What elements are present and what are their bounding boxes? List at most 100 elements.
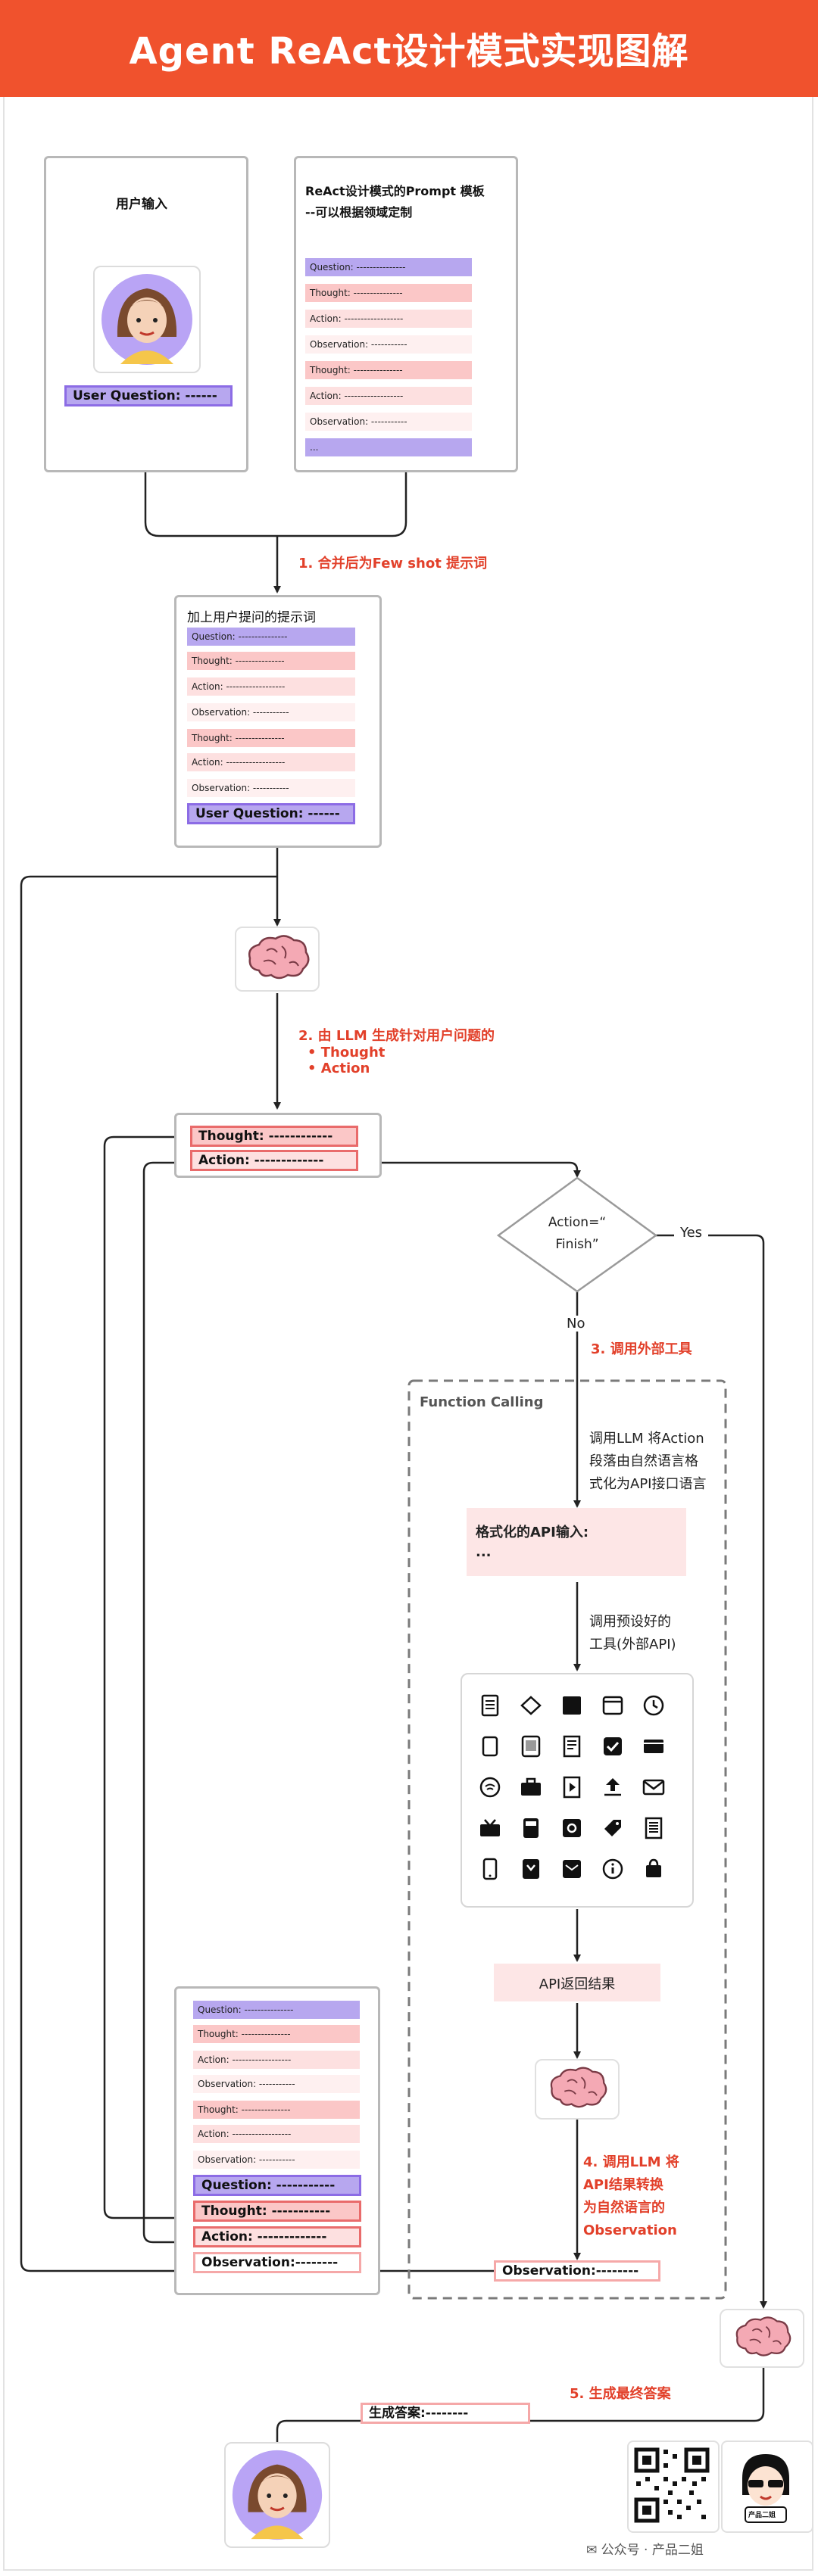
- play-doc-icon: [559, 1774, 585, 1800]
- generated-thought: Thought: ------------: [190, 1126, 358, 1147]
- user-avatar-icon: [232, 2450, 323, 2540]
- final-thought: Thought: -----------: [193, 2201, 361, 2222]
- diagram-frame: [3, 97, 813, 2571]
- desc-line: 段落由自然语言格: [589, 1453, 698, 1469]
- briefcase-icon: [518, 1774, 544, 1800]
- card-icon: [641, 1733, 667, 1759]
- final-row: Observation: -----------: [193, 2075, 360, 2093]
- template-row: Action: ------------------: [305, 310, 472, 328]
- tools-line: 调用预设好的: [589, 1614, 671, 1630]
- mascot-text: 产品二姐: [748, 2512, 776, 2519]
- generated-action: Action: -------------: [190, 1150, 358, 1171]
- template-row: Action: ------------------: [305, 387, 472, 405]
- decision-text-line1: Action=“: [548, 1215, 607, 1230]
- step4-line: 4. 调用LLM 将: [583, 2154, 679, 2170]
- footer-caption-text: 公众号 · 产品二姐: [601, 2543, 704, 2558]
- template-title-line1: ReAct设计模式的Prompt 模板: [305, 184, 485, 198]
- tag-icon: [600, 1815, 626, 1841]
- list-icon: [641, 1815, 667, 1841]
- step4-line: 为自然语言的: [583, 2200, 665, 2216]
- step2-bullet-action: • Action: [308, 1061, 370, 1076]
- llm-brain-2: [535, 2059, 620, 2120]
- tools-grid: [461, 1673, 694, 1908]
- square-black-icon: [559, 1693, 585, 1718]
- api-input-line1: 格式化的API输入:: [476, 1525, 589, 1540]
- decision-no: No: [564, 1316, 589, 1332]
- bag-icon: [641, 1856, 667, 1882]
- user-avatar: [93, 266, 201, 373]
- wechat-icon: ✉: [586, 2543, 601, 2558]
- step1-label: 1. 合并后为Few shot 提示词: [298, 556, 488, 572]
- step2-bullet-thought-text: Thought: [320, 1045, 386, 1061]
- template-row: Question: ---------------: [305, 258, 472, 276]
- function-calling-title: Function Calling: [420, 1394, 544, 1410]
- diamond-icon: [518, 1693, 544, 1718]
- brain-icon: [550, 2067, 607, 2108]
- merged-row: Question: ---------------: [187, 628, 355, 646]
- prompt-template-box: ReAct设计模式的Prompt 模板 --可以根据领域定制 Question:…: [294, 156, 518, 472]
- merged-title: 加上用户提问的提示词: [187, 610, 316, 625]
- final-row: Action: ------------------: [193, 2051, 360, 2069]
- mascot-icon: [742, 2454, 789, 2523]
- blank-page-icon: [477, 1733, 503, 1759]
- merged-row: Thought: ---------------: [187, 652, 355, 670]
- step4-label: 4. 调用LLM 将 API结果转换 为自然语言的 Observation: [583, 2151, 679, 2242]
- template-row: Observation: -----------: [305, 335, 472, 354]
- final-row: Action: ------------------: [193, 2125, 360, 2143]
- step5-label: 5. 生成最终答案: [570, 2386, 671, 2402]
- tools-desc: 调用预设好的 工具(外部API): [589, 1611, 676, 1656]
- user-input-title: 用户输入: [116, 197, 167, 212]
- template-title-line2: --可以根据领域定制: [305, 205, 413, 220]
- final-row: Thought: ---------------: [193, 2025, 360, 2043]
- info-icon: [600, 1856, 626, 1882]
- footer-caption: ✉ 公众号 · 产品二姐: [586, 2539, 704, 2558]
- desc-line: 式化为API接口语言: [589, 1476, 707, 1492]
- qr-code-icon: [634, 2447, 710, 2523]
- template-row: Thought: ---------------: [305, 361, 472, 379]
- template-row: Observation: -----------: [305, 413, 472, 431]
- clock-icon: [641, 1693, 667, 1718]
- merged-prompt-box: 加上用户提问的提示词 Question: --------------- Tho…: [174, 595, 382, 848]
- step2-bullet-thought: • Thought: [308, 1045, 386, 1061]
- step4-line: API结果转换: [583, 2177, 663, 2193]
- observation-output: Observation:--------: [494, 2260, 660, 2282]
- phone-icon: [477, 1856, 503, 1882]
- function-calling-frame: [407, 1379, 727, 2300]
- page-title: Agent ReAct设计模式实现图解: [129, 30, 689, 73]
- final-action: Action: -------------: [193, 2226, 361, 2247]
- mail-icon: [641, 1774, 667, 1800]
- calculator-icon: [518, 1815, 544, 1841]
- template-row: Thought: ---------------: [305, 284, 472, 302]
- final-row: Observation: -----------: [193, 2151, 360, 2169]
- llm-brain-3: [720, 2309, 804, 2368]
- upload-icon: [600, 1774, 626, 1800]
- wifi-icon: [477, 1774, 503, 1800]
- api-input-line2: ...: [476, 1544, 492, 1560]
- title-banner: Agent ReAct设计模式实现图解: [0, 0, 818, 97]
- user-input-box: 用户输入 User Question: ------: [44, 156, 248, 472]
- step2-text: 2. 由 LLM 生成针对用户问题的: [298, 1028, 495, 1044]
- brain-icon: [248, 935, 310, 980]
- final-question: Question: -----------: [193, 2175, 361, 2196]
- checkbox-icon: [600, 1733, 626, 1759]
- generated-box: Thought: ------------ Action: ----------…: [174, 1113, 382, 1178]
- decision-text-line2: Finish”: [555, 1237, 599, 1252]
- decision-diamond: [496, 1176, 658, 1293]
- template-row: ...: [305, 438, 472, 456]
- final-prompt-stack: Question: --------------- Thought: -----…: [174, 1986, 380, 2295]
- merged-row: Observation: -----------: [187, 779, 355, 797]
- api-result-text: API返回结果: [539, 1976, 616, 1992]
- mascot-logo: 产品二姐: [721, 2441, 813, 2533]
- final-user-avatar: [224, 2442, 330, 2548]
- tablet-icon: [518, 1733, 544, 1759]
- window-icon: [600, 1693, 626, 1718]
- desc-line: 调用LLM 将Action: [589, 1431, 704, 1447]
- step3-label: 3. 调用外部工具: [591, 1341, 692, 1357]
- final-observation: Observation:--------: [193, 2252, 361, 2273]
- step2-bullet-action-text: Action: [320, 1061, 370, 1076]
- function-calling-desc: 调用LLM 将Action 段落由自然语言格 式化为API接口语言: [589, 1428, 706, 1496]
- final-row: Question: ---------------: [193, 2001, 360, 2019]
- document-icon: [477, 1693, 503, 1718]
- brain-icon: [735, 2316, 791, 2356]
